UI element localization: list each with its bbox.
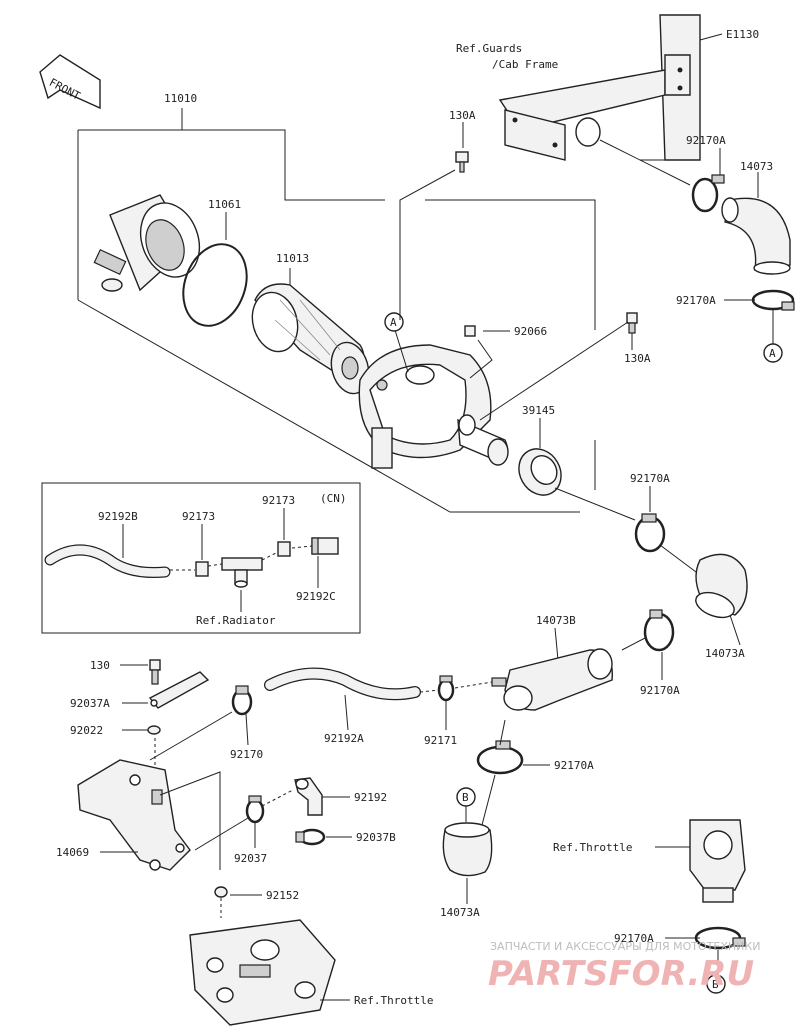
label-92170a-mid: 92170A [676, 294, 716, 307]
t-fitting-part [221, 557, 263, 588]
label-130a-top: 130A [449, 109, 476, 122]
label-92170a-lower: 92170A [640, 684, 680, 697]
label-92170a-bottom: 92170A [614, 932, 654, 945]
hose-92192a-part [264, 667, 421, 701]
label-14073a-bottom: 14073A [440, 906, 480, 919]
label-92171: 92171 [424, 734, 457, 747]
washer-92152-part [214, 886, 228, 898]
label-ref-guards-1: Ref.Guards [456, 42, 522, 55]
fitting-92173-1-part [195, 561, 209, 577]
clamp-92037b-part [295, 828, 326, 846]
label-92173-2: 92173 [262, 494, 295, 507]
label-e1130: E1130 [726, 28, 759, 41]
label-92152: 92152 [266, 889, 299, 902]
label-92037b: 92037B [356, 831, 396, 844]
callout-a-2: A [769, 347, 776, 360]
label-92066: 92066 [514, 325, 547, 338]
label-92192a: 92192A [324, 732, 364, 745]
filter-element-part [251, 283, 370, 395]
callout-b-2: B [712, 978, 719, 991]
bolt-130-part [149, 659, 161, 685]
hose-14073-part [721, 197, 791, 275]
clamp-92170a-b-part [476, 740, 524, 775]
label-92170a-b: 92170A [554, 759, 594, 772]
seal-ring-39145-part [518, 448, 562, 496]
label-14073a-right: 14073A [705, 647, 745, 660]
frame-part [498, 14, 701, 161]
label-39145: 39145 [522, 404, 555, 417]
bolt-130a-right-part [626, 312, 638, 334]
label-92170a-right: 92170A [630, 472, 670, 485]
elbow-92192-part [294, 777, 323, 816]
bracket-14069-part [77, 759, 191, 871]
hose-92192b-part [44, 544, 171, 578]
watermark-small: ЗАПЧАСТИ И АКСЕССУАРЫ ДЛЯ МОТОТЕХНИКИ [490, 940, 760, 953]
washer-92022-part [147, 725, 161, 735]
hose-14073a-bottom-part [442, 822, 493, 877]
label-130a-right: 130A [624, 352, 651, 365]
inset-box-cn [41, 482, 361, 634]
label-11013: 11013 [276, 252, 309, 265]
label-130: 130 [90, 659, 110, 672]
label-ref-throttle-bottom: Ref.Throttle [354, 994, 433, 1007]
bolt-130a-part [455, 151, 469, 173]
hose-14073a-right-part [695, 553, 748, 619]
label-92170: 92170 [230, 748, 263, 761]
label-11010: 11010 [164, 92, 197, 105]
label-92192b: 92192B [98, 510, 138, 523]
front-arrow-icon: FRONT [39, 54, 101, 110]
label-92192c: 92192C [296, 590, 336, 603]
label-92022: 92022 [70, 724, 103, 737]
label-ref-radiator: Ref.Radiator [196, 614, 276, 627]
label-11061: 11061 [208, 198, 241, 211]
label-inset-cn: (CN) [320, 492, 347, 505]
clamp-92037-part [245, 795, 265, 824]
o-ring-part [182, 243, 248, 327]
label-14073-top: 14073 [740, 160, 773, 173]
label-92037: 92037 [234, 852, 267, 865]
label-ref-throttle-right: Ref.Throttle [553, 841, 632, 854]
throttle-body-bottom-part [189, 919, 336, 1026]
label-92037a: 92037A [70, 697, 110, 710]
callout-b-1: B [462, 791, 469, 804]
fitting-92173-2-part [277, 541, 291, 557]
strap-92037a-part [148, 671, 210, 709]
clamp-92170a-lower-part [643, 609, 675, 652]
duct-14073b-part [491, 648, 614, 711]
throttle-body-part [689, 819, 746, 903]
clamp-92171-part [437, 675, 455, 702]
label-92192: 92192 [354, 791, 387, 804]
clamp-92170a-top-part [691, 174, 725, 213]
air-cleaner-housing-part [358, 344, 509, 469]
label-14069: 14069 [56, 846, 89, 859]
label-92170a-top: 92170A [686, 134, 726, 147]
clamp-92170a-right-part [634, 513, 666, 553]
clamp-92170-part [231, 685, 253, 716]
label-14073b: 14073B [536, 614, 576, 627]
air-cleaner-cover-part [93, 194, 201, 292]
label-92173-1: 92173 [182, 510, 215, 523]
bolt-92066-part [464, 325, 476, 337]
label-ref-guards-2: /Cab Frame [492, 58, 558, 71]
watermark-logo: PARTSFOR.RU [488, 954, 754, 994]
cap-92192c-part [311, 537, 339, 555]
clamp-92170a-mid-part [751, 289, 795, 311]
callout-a-1: A [390, 316, 397, 329]
